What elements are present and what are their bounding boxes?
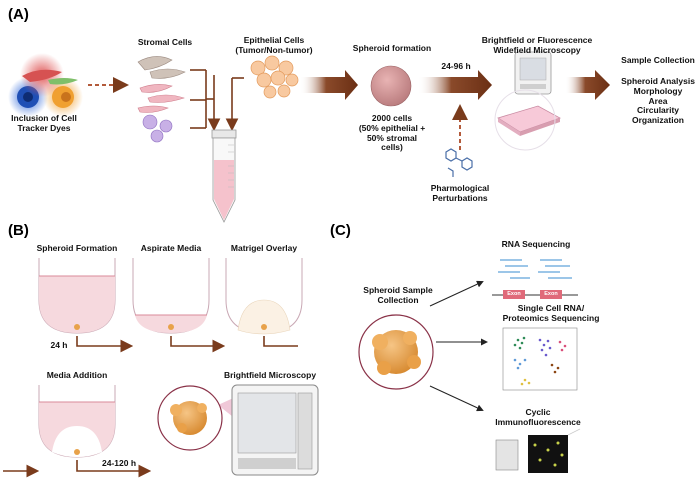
collect-item: Circularity [636,105,680,116]
molecule-icon [445,148,473,177]
well-media-addition [38,385,116,458]
step-matrigel-overlay: Matrigel Overlay [230,243,298,253]
cells-line1: 2000 cells [371,113,413,123]
step-arrows-row1 [76,336,298,353]
epithelial-label-line2: (Tumor/Non-tumor) [235,44,313,55]
step-aspirate-media: Aspirate Media [140,243,202,253]
stromal-cells-label: Stromal Cells [137,37,193,47]
spheroid-sample-label: Spheroid Sample Collection [356,285,440,306]
exon-1-label: Exon [507,291,521,297]
panel-c-label: (C) [330,222,351,239]
cells-line4: cells) [381,142,403,153]
collect-item: Morphology [633,85,683,96]
single-cell-line1: Single Cell RNA/ [517,303,585,313]
single-cell-label: Single Cell RNA/ Proteomics Sequencing [490,303,612,324]
cyclic-if-illustration [495,428,581,473]
time-24h: 24 h [50,340,68,350]
well-spheroid-formation [38,258,116,334]
cyclic-if-label: Cyclic Immunofluorescence [488,407,588,428]
epithelial-cells-label: Epithelial Cells (Tumor/Non-tumor) [232,35,316,56]
dyes-label: Inclusion of Cell Tracker Dyes [4,113,84,134]
well-aspirate-media [132,258,210,334]
sample-line2: Collection [377,294,419,305]
sample-collection-list: Spheroid Analysis Morphology Area Circul… [616,76,700,126]
panel-b-label: (B) [8,222,29,239]
rna-seq-reads [492,259,578,299]
microscopy-line2: Widefield Microscopy [493,44,581,55]
flow-arrow-1 [300,70,358,100]
falcon-tube [211,129,237,223]
cyclic-line2: Immunofluorescence [495,416,581,427]
spheroid-sample-circle [358,314,434,390]
brightfield-microscope-illustration [231,384,319,476]
stromal-bracket [190,69,221,132]
step-arrows-row2 [3,460,152,478]
sample-arrows [429,280,488,412]
perturbations-line2: Perturbations [432,192,488,203]
rna-sequencing-label: RNA Sequencing [501,239,571,249]
incubation-time-label: 24-96 h [441,61,471,71]
cells-line3: 50% stromal [366,132,418,143]
step-media-addition: Media Addition [46,370,108,380]
spheroid-formation-label: Spheroid formation [352,43,432,53]
dyes-label-line2: Tracker Dyes [17,122,71,133]
flow-arrow-3 [565,70,610,100]
flow-arrow-2 [418,70,492,100]
well-matrigel-overlay [225,258,303,335]
time-24-120h: 24-120 h [101,458,137,468]
well-plate-illustration [497,105,561,136]
single-cell-line2: Proteomics Sequencing [502,312,600,323]
exon-2-label: Exon [544,291,558,297]
microscopy-label: Brightfield or Fluorescence Widefield Mi… [472,35,602,56]
perturbations-label: Pharmological Perturbations [420,183,500,204]
plate-backdrop [494,89,556,151]
step-brightfield-microscopy: Brightfield Microscopy [223,370,317,380]
panel-a-label: (A) [8,6,29,23]
epithelial-cells-illustration [250,55,299,99]
collect-item: Organization [632,115,684,126]
cyclic-line1: Cyclic [525,407,551,417]
microscopy-line1: Brightfield or Fluorescence [481,35,593,45]
sample-line1: Spheroid Sample [363,285,433,295]
stromal-cells-illustration [137,56,186,143]
epithelial-label-line1: Epithelial Cells [243,35,305,45]
widefield-microscope-illustration [514,51,552,95]
tsne-scatter-plot [502,327,578,391]
dyes-label-line1: Inclusion of Cell [11,113,77,123]
collect-item: Spheroid Analysis [621,76,695,86]
perturbations-line1: Pharmological [430,183,490,193]
step-spheroid-formation: Spheroid Formation [36,243,118,253]
cell-tracker-dyes-illustration [8,53,83,117]
spheroid-pink [370,65,412,107]
sample-collection-title: Sample Collection [621,55,695,65]
cell-composition-label: 2000 cells (50% epithelial + 50% stromal… [356,113,428,153]
cells-line2: (50% epithelial + [358,122,426,133]
collect-item: Area [648,95,668,106]
